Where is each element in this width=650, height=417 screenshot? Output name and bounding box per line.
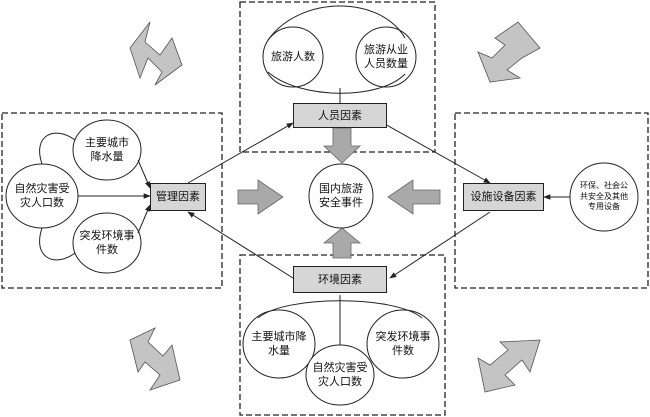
arrow-rainfall-to-management bbox=[137, 159, 151, 189]
arrow-management-to-personnel bbox=[187, 122, 294, 184]
arrow-events-to-management bbox=[137, 204, 151, 234]
personnel-bracket-bottom bbox=[267, 71, 406, 94]
double-arrow-top-left bbox=[129, 21, 183, 86]
environment-disaster-label: 自然灾害受灾人口数 bbox=[312, 361, 368, 388]
management-factor-box: 管理因素 bbox=[150, 183, 206, 211]
environment-circle-events bbox=[366, 309, 440, 379]
double-arrow-bottom-right bbox=[477, 339, 541, 393]
double-arrow-bottom-left bbox=[129, 327, 181, 391]
personnel-factor-box: 人员因素 bbox=[293, 103, 387, 128]
management-circle-rainfall bbox=[72, 119, 142, 181]
environment-rainfall-label: 主要城市降水量 bbox=[251, 330, 307, 357]
management-circle-events bbox=[72, 212, 142, 274]
center-event-label: 国内旅游安全事件 bbox=[319, 182, 363, 209]
equipment-label: 环保、社会公共安全及其他专用设备 bbox=[580, 181, 628, 212]
double-arrow-top-right bbox=[477, 21, 541, 83]
tourists-label: 旅游人数 bbox=[271, 50, 315, 64]
management-rainfall-label: 主要城市降水量 bbox=[85, 136, 129, 163]
management-bracket-top bbox=[39, 132, 76, 165]
facilities-factor-box: 设施设备因素 bbox=[463, 183, 544, 211]
personnel-bracket-top bbox=[267, 5, 406, 41]
center-event-circle bbox=[308, 163, 374, 229]
arrow-facilities-to-environment bbox=[389, 211, 491, 279]
management-disaster-label: 自然灾害受灾人口数 bbox=[14, 182, 70, 209]
arrow-personnel-to-facilities bbox=[382, 122, 491, 184]
management-bracket-bottom bbox=[39, 227, 76, 261]
personnel-circle-staff bbox=[355, 26, 417, 88]
block-arrow-from-personnel bbox=[322, 127, 362, 164]
block-arrow-from-environment bbox=[322, 227, 362, 259]
environment-factor-box: 环境因素 bbox=[293, 266, 387, 293]
management-events-label: 突发环境事件数 bbox=[79, 229, 135, 256]
personnel-circle-tourists bbox=[262, 26, 324, 88]
arrow-environment-to-management bbox=[187, 211, 294, 279]
block-arrow-from-management bbox=[237, 179, 284, 215]
tourism-staff-label: 旅游从业人员数量 bbox=[364, 43, 408, 70]
environment-circle-rainfall bbox=[242, 309, 316, 379]
block-arrow-from-facilities bbox=[387, 179, 441, 215]
facilities-region bbox=[454, 112, 649, 289]
management-region bbox=[1, 112, 223, 289]
environment-events-label: 突发环境事件数 bbox=[375, 330, 431, 357]
